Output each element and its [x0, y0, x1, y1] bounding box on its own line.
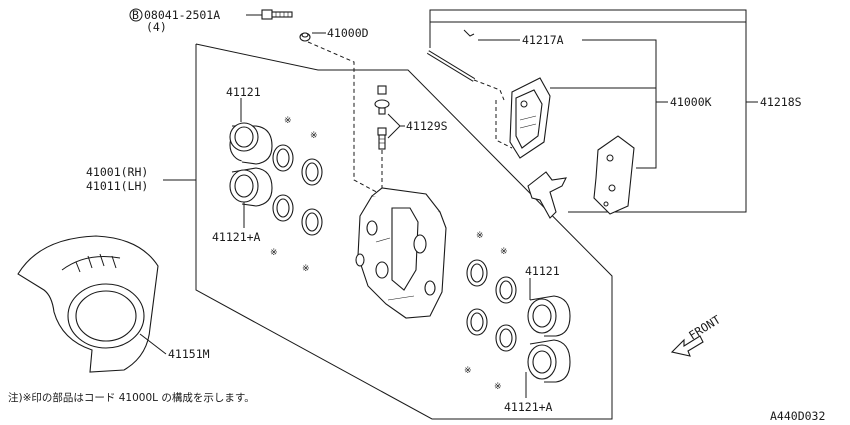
leader-41151m: [139, 333, 167, 355]
label-41121-right: 41121: [525, 264, 560, 278]
label-41121-top: 41121: [226, 85, 261, 99]
piston-icon: [527, 339, 571, 383]
dash-pin: [473, 79, 505, 101]
diagram-code: A440D032: [770, 409, 825, 423]
label-41129s: 41129S: [406, 119, 448, 133]
bracket-41218s: [429, 9, 758, 213]
seal-ring-icon: [495, 324, 517, 352]
seal-ring-icon: [272, 194, 294, 222]
star-mark: ※: [302, 264, 310, 274]
caliper-body-icon: [355, 187, 447, 319]
bracket-41000k: [550, 87, 668, 169]
bleeder-cap-icon: [299, 32, 311, 42]
label-41217a: 41217A: [522, 33, 564, 47]
dust-shield-icon: [17, 235, 159, 373]
piston-icon: [229, 167, 273, 207]
front-arrow-icon: [670, 335, 704, 357]
seal-ring-icon: [466, 259, 488, 287]
seal-ring-icon: [301, 158, 323, 186]
bolt-icon: [261, 9, 293, 20]
star-mark: ※: [464, 366, 472, 376]
label-08041-2501a: 08041-2501A: [144, 8, 220, 22]
seal-ring-icon: [301, 208, 323, 236]
piston-icon: [527, 295, 571, 337]
brake-pad-icon: [509, 77, 551, 159]
pad-shim-icon: [593, 135, 635, 215]
bleeder-screw-icon: [374, 85, 390, 150]
dash-41000d: [307, 41, 385, 197]
leader-41217a-right: [582, 39, 657, 88]
label-41000d: 41000D: [327, 26, 369, 40]
anti-rattle-spring-icon: [527, 171, 567, 219]
label-41121a-left: 41121+A: [212, 230, 261, 244]
label-41218s: 41218S: [760, 95, 802, 109]
label-41001: 41001(RH): [86, 165, 148, 179]
label-bolt-qty: (4): [146, 20, 167, 34]
bolt-symbol-circle: [129, 8, 143, 22]
star-mark: ※: [270, 248, 278, 258]
footnote: 注)※印の部品はコード 41000L の構成を示します。: [8, 391, 255, 404]
leader-41129s: [387, 113, 401, 139]
label-41011: 41011(LH): [86, 179, 148, 193]
pin-icon: [426, 29, 476, 82]
star-mark: ※: [476, 231, 484, 241]
assembly-frame: [195, 43, 613, 420]
star-mark: ※: [310, 131, 318, 141]
piston-icon: [229, 122, 273, 165]
star-mark: ※: [500, 247, 508, 257]
label-front: FRONT: [686, 312, 723, 342]
seal-ring-icon: [466, 308, 488, 336]
dash-pad: [495, 100, 513, 149]
seal-ring-icon: [495, 276, 517, 304]
star-mark: ※: [284, 116, 292, 126]
label-41000k: 41000K: [670, 95, 712, 109]
label-41121a-right: 41121+A: [504, 400, 553, 414]
seal-ring-icon: [272, 144, 294, 172]
star-mark: ※: [494, 382, 502, 392]
bolt-symbol: B: [132, 8, 139, 22]
label-41151m: 41151M: [168, 347, 210, 361]
